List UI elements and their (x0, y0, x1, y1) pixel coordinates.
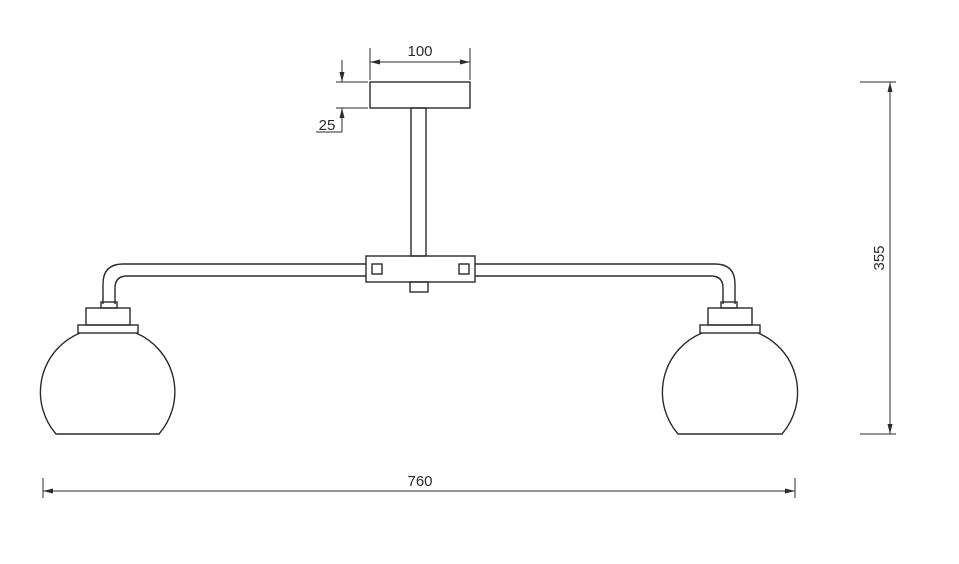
center-stem (410, 107, 427, 257)
hub-left-socket (371, 263, 383, 275)
left-holder-body (85, 307, 131, 326)
dimension-canopy-width: 100 (369, 43, 471, 80)
ceiling-canopy (369, 81, 471, 109)
dimension-label-canopy-height: 25 (319, 117, 336, 134)
dimension-overall-width: 760 (42, 473, 796, 498)
left-holder-rim (77, 324, 139, 334)
dimension-label-overall-height: 355 (871, 245, 888, 270)
dimension-canopy-height: 25 (316, 60, 368, 134)
hub-right-socket (458, 263, 470, 275)
dimension-overall-height: 355 (860, 81, 896, 435)
right-holder-body (707, 307, 753, 326)
right-holder-rim (699, 324, 761, 334)
dimension-label-overall-width: 760 (407, 473, 432, 490)
hub-bottom-nut (409, 281, 429, 293)
right-glass-shade (661, 332, 799, 435)
right-arm (475, 263, 736, 304)
dimension-label-canopy-width: 100 (407, 43, 432, 60)
left-glass-shade (39, 332, 176, 435)
left-arm (102, 263, 366, 304)
